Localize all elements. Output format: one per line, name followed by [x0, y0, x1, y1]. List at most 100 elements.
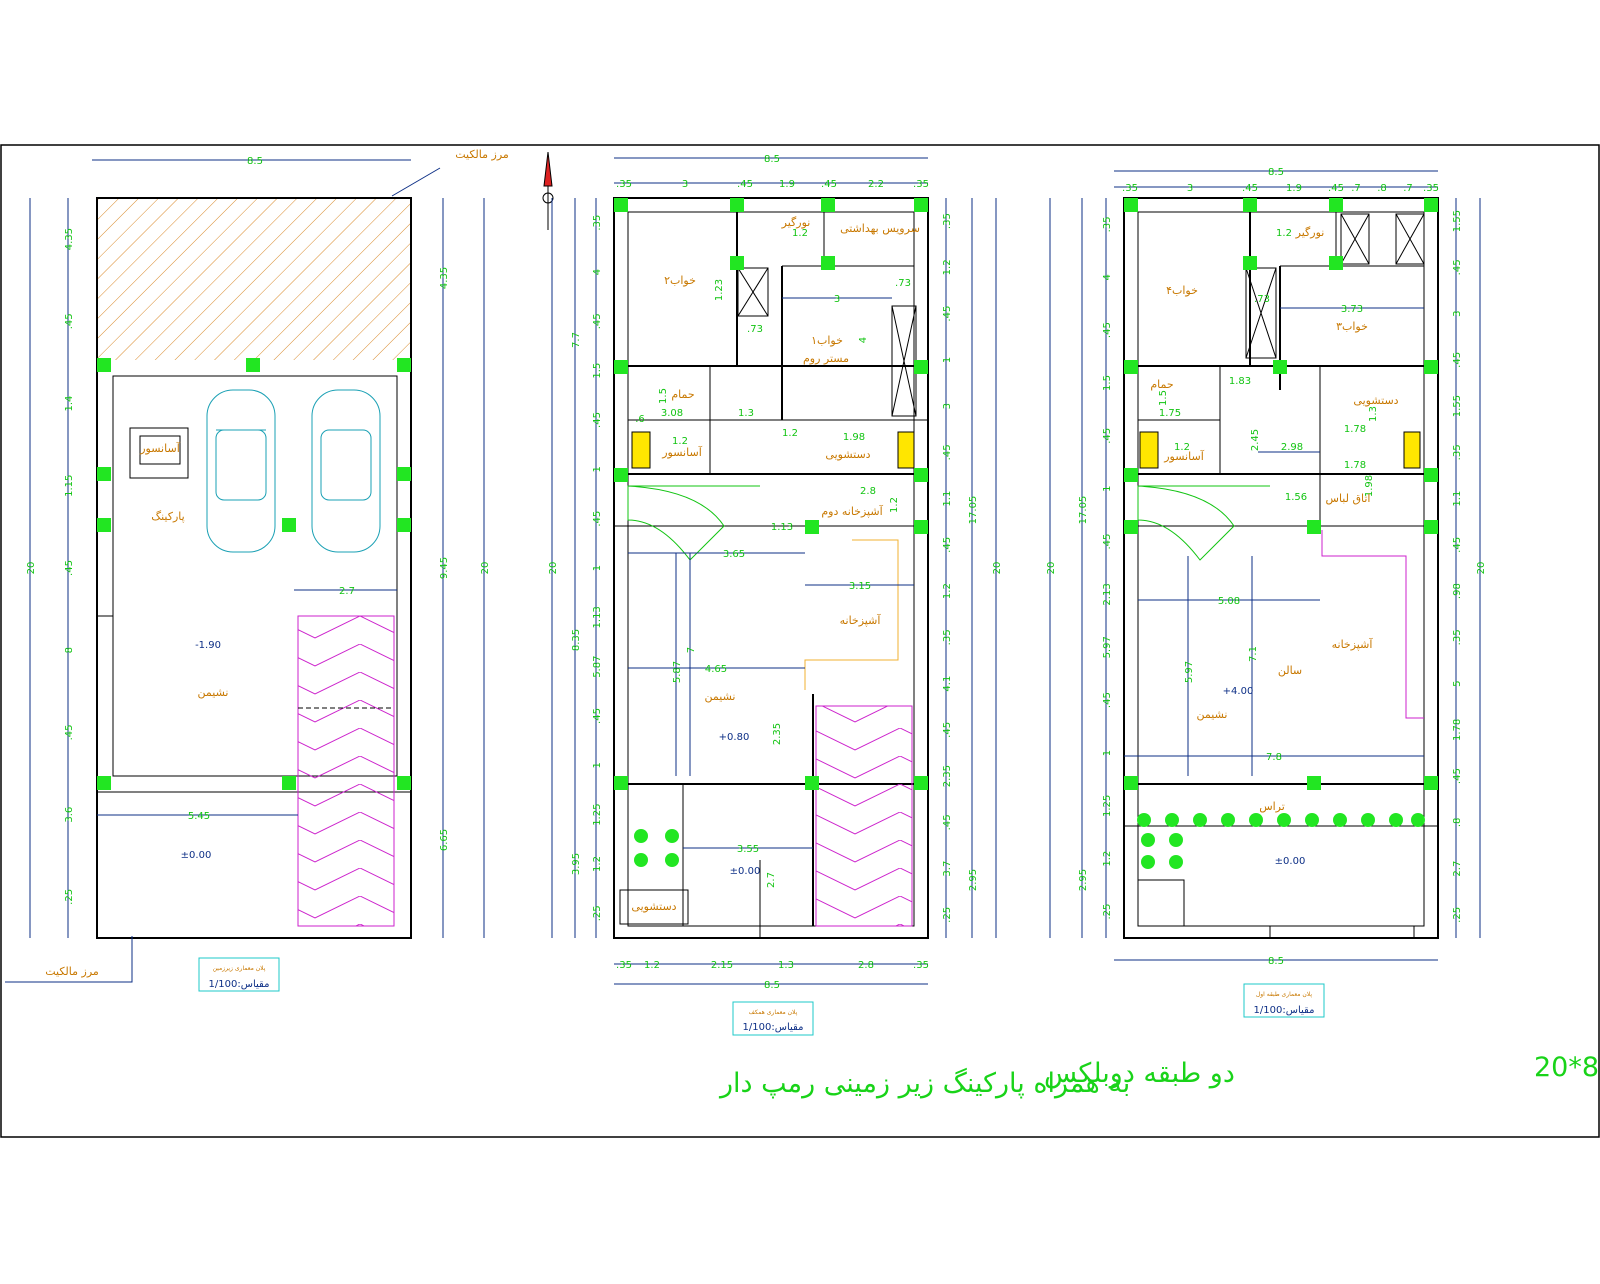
ground-bottom-dim-5: 2.8	[858, 960, 874, 971]
first-dim-198: 1.98	[1364, 475, 1375, 497]
first-elevator	[1139, 431, 1159, 469]
ground-right-sub-2: 2.95	[968, 869, 979, 891]
ground-ramp-hatch	[815, 705, 913, 927]
first-level-1: +4.00	[1223, 686, 1254, 697]
ground-dim-113: 1.13	[771, 522, 793, 533]
first-left-sub-1: 17.05	[1078, 496, 1089, 525]
first-room-dress: اتاق لباس	[1326, 492, 1371, 505]
ground-left-sub-1: 7.7	[571, 332, 582, 348]
ground-left-dim-4: 1.5	[592, 363, 603, 379]
ground-left-dim-6: 1	[592, 466, 603, 472]
ground-dim-15: 1.5	[658, 388, 669, 404]
first-dim-178a: 1.78	[1344, 424, 1366, 435]
basement-left-dim-7: .45	[64, 724, 75, 740]
ground-dim-12c: 1.2	[782, 428, 798, 439]
first-dim-12a: 1.2	[1276, 228, 1292, 239]
first-room-bed4: خواب۴	[1166, 284, 1198, 297]
first-right-dim-10: .35	[1452, 629, 1463, 645]
ground-right-dim-1: .35	[942, 213, 953, 229]
ground-right-total: 20	[992, 562, 1003, 575]
first-dim-245: 2.45	[1250, 429, 1261, 451]
ground-left-dim-7: .45	[592, 511, 603, 527]
basement-columns	[97, 358, 411, 790]
first-dim-78: 7.8	[1266, 752, 1282, 763]
basement-right-total: 20	[480, 562, 491, 575]
main-title-parking: به همراه پارکینگ زیر زمینی رمپ دار	[718, 1067, 1130, 1099]
ground-title: پلان معماری همکف	[749, 1009, 798, 1016]
ground-level-2: ±0.00	[730, 866, 761, 877]
ground-left-total: 20	[548, 562, 559, 575]
basement-dim-545: 5.45	[188, 811, 210, 822]
ground-bottom-dim-2: 1.2	[644, 960, 660, 971]
basement-left-dim-1: 4.35	[64, 228, 75, 250]
ground-room-bath: حمام	[671, 388, 694, 401]
ground-left-sub-2: 8.35	[571, 629, 582, 651]
basement-dim-27: 2.7	[339, 586, 355, 597]
first-room-lift: آسانسور	[1163, 449, 1204, 463]
ground-dim-587: 5.87	[672, 661, 683, 683]
first-right-dim-11: 5	[1452, 680, 1463, 686]
ground-dim-198: 1.98	[843, 432, 865, 443]
first-left-dim-1: .35	[1102, 216, 1113, 232]
ground-dim-235: 2.35	[772, 723, 783, 745]
basement-left-dim-9: .25	[64, 889, 75, 905]
first-dim-12b: 1.2	[1174, 442, 1190, 453]
first-room-living: نشیمن	[1197, 708, 1228, 721]
ground-room-lightwell: نورگیر	[781, 216, 811, 229]
first-right-chain: 1.55.453.451.55.351.1.45.98.3551.78.45.8…	[1452, 210, 1463, 923]
ground-outline	[613, 197, 929, 939]
ground-right-sub-1: 17.05	[968, 496, 979, 525]
first-room-bath: حمام	[1150, 378, 1173, 391]
basement-left-dim-8: 3.6	[64, 807, 75, 823]
ground-bottom-dim-4: 1.3	[778, 960, 794, 971]
ground-top-dim-5: .45	[821, 179, 837, 190]
first-right-dim-6: .35	[1452, 444, 1463, 460]
ground-top-dim-1: .35	[616, 179, 632, 190]
first-left-dim-14: .25	[1102, 904, 1113, 920]
ground-dim-308: 3.08	[661, 408, 683, 419]
basement-plan: 8.5 20 20 4.35.451.41.15.458.453.6.25 4.…	[5, 148, 509, 992]
first-right-dim-15: 2.7	[1452, 861, 1463, 877]
first-right-dim-14: .8	[1452, 818, 1463, 828]
basement-room-parking: پارکینگ	[151, 510, 184, 523]
ground-room-wash2: دستشویی	[631, 900, 676, 913]
ground-room-living: نشیمن	[705, 690, 736, 703]
first-left-dim-7: .45	[1102, 534, 1113, 550]
first-top-total: 8.5	[1268, 167, 1284, 178]
first-top-dim-6: .7	[1351, 183, 1361, 194]
first-dim-71: 7.1	[1248, 646, 1259, 662]
first-top-dim-1: .35	[1122, 183, 1138, 194]
ground-right-dim-13: 2.35	[942, 765, 953, 787]
ground-room-lift: آسانسور	[661, 445, 702, 459]
first-dim-298: 2.98	[1281, 442, 1303, 453]
ground-right-dim-9: 1.2	[942, 583, 953, 599]
first-left-sub-2: 2.95	[1078, 869, 1089, 891]
ground-left-dim-3: .45	[592, 313, 603, 329]
first-scale: مقیاس:1/100	[1254, 1005, 1315, 1016]
car-2	[311, 389, 381, 553]
basement-level-1: -1.90	[195, 640, 221, 651]
ground-dim-465: 4.65	[705, 664, 727, 675]
basement-scale: مقیاس:1/100	[209, 979, 270, 990]
first-left-dim-10: .45	[1102, 692, 1113, 708]
ground-right-dim-2: 1.2	[942, 259, 953, 275]
ground-left-dim-2: 4	[592, 269, 603, 275]
first-room-wash: دستشویی	[1353, 394, 1398, 407]
ground-top-dim-6: 2.2	[868, 179, 884, 190]
first-title: پلان معماری طبقه اول	[1256, 991, 1312, 998]
ground-dim-27: 2.7	[766, 872, 777, 888]
first-left-dim-3: .45	[1102, 322, 1113, 338]
basement-left-total: 20	[26, 562, 37, 575]
ground-top-dim-4: 1.9	[779, 179, 795, 190]
first-dim-73: .73	[1254, 294, 1270, 305]
first-plants	[1137, 813, 1425, 869]
ground-right-dim-14: .45	[942, 814, 953, 830]
first-room-hall: سالن	[1278, 664, 1302, 677]
ground-dim-12d: 1.2	[889, 497, 900, 513]
ground-plan: 8.5 .35 3 .45 1.9 .45 2.2 .35 .35 1.2 2.…	[548, 154, 1003, 1036]
ground-left-dim-13: 1.25	[592, 804, 603, 826]
ground-columns	[614, 198, 928, 790]
first-left-dim-2: 4	[1102, 274, 1113, 280]
ground-dim-73a: .73	[747, 324, 763, 335]
first-dim-597: 5.97	[1184, 661, 1195, 683]
